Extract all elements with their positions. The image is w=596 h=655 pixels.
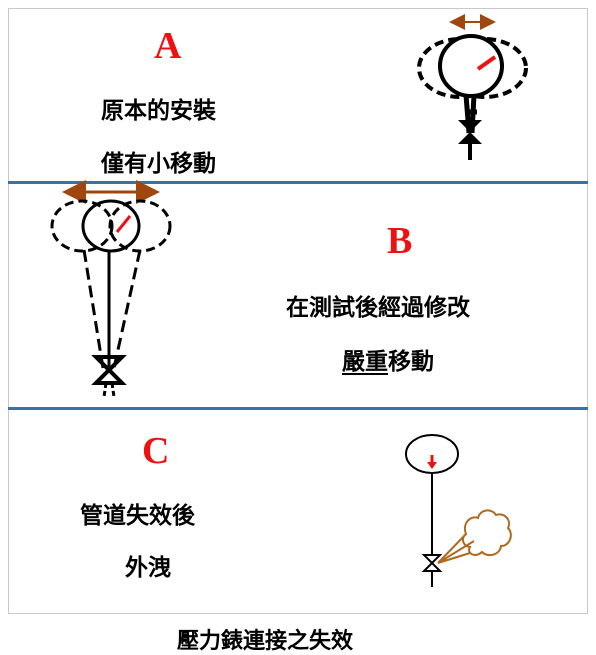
panel-b-line2-emphasis: 嚴重 — [342, 349, 388, 375]
panel-b-gauge-icon — [50, 180, 172, 398]
panel-a-gauge-icon — [417, 14, 528, 160]
panel-a-line2: 僅有小移動 — [101, 151, 216, 177]
panel-divider-2 — [8, 407, 588, 410]
panel-b-line2-rest: 移動 — [388, 349, 434, 375]
panel-b-needle — [115, 215, 132, 233]
panel-c-letter: C — [142, 430, 170, 472]
panel-a-needle — [476, 55, 497, 71]
panel-c-leak-spray — [437, 509, 512, 564]
panel-a-line1: 原本的安裝 — [101, 98, 216, 124]
figure-frame — [8, 8, 588, 614]
panel-a-letter: A — [154, 25, 182, 67]
panel-b-line2: 嚴重移動 — [342, 342, 434, 376]
panel-divider-1 — [8, 181, 588, 184]
figure-caption: 壓力錶連接之失效 — [177, 629, 354, 654]
panel-b-letter: B — [387, 220, 413, 262]
panel-c-gauge-icon — [405, 434, 512, 587]
panel-c-line1: 管道失效後 — [80, 503, 195, 529]
panel-b-line1: 在測試後經過修改 — [286, 295, 470, 321]
panel-c-line2: 外洩 — [125, 555, 171, 581]
